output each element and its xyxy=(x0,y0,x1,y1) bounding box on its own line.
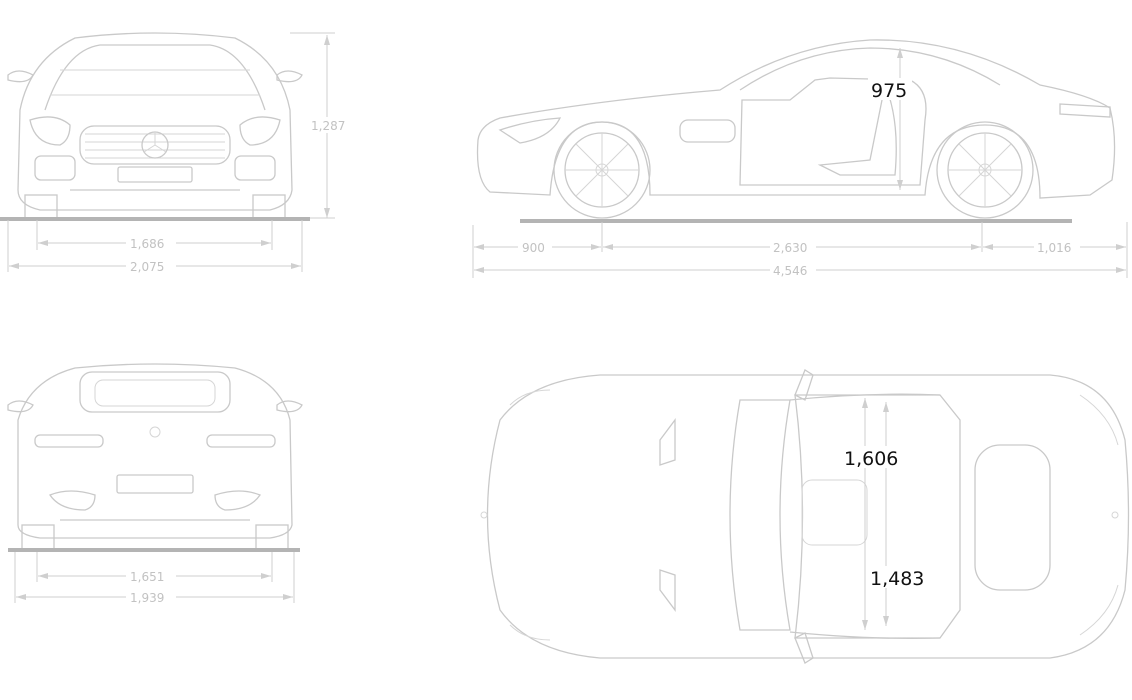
wheelbase-label: 2,630 xyxy=(773,241,807,255)
rear-width-label: 1,939 xyxy=(130,591,164,605)
interior-width-front-label: 1,606 xyxy=(844,448,898,470)
front-height-label: 1,287 xyxy=(311,119,345,133)
rear-view: 1,651 1,939 xyxy=(7,363,303,605)
front-overhang-label: 900 xyxy=(522,241,545,255)
front-view: 1,287 1,686 2,075 xyxy=(0,32,346,274)
headroom-label: 975 xyxy=(871,80,907,102)
top-view: 1,606 1,483 xyxy=(480,369,1130,664)
rear-overhang-label: 1,016 xyxy=(1037,241,1071,255)
interior-width-rear-label: 1,483 xyxy=(870,568,924,590)
rear-track-label: 1,651 xyxy=(130,570,164,584)
side-view: 975 900 2,630 1,016 4,546 xyxy=(472,39,1128,278)
front-track-label: 1,686 xyxy=(130,237,164,251)
overall-length-label: 4,546 xyxy=(773,264,807,278)
front-width-label: 2,075 xyxy=(130,260,164,274)
